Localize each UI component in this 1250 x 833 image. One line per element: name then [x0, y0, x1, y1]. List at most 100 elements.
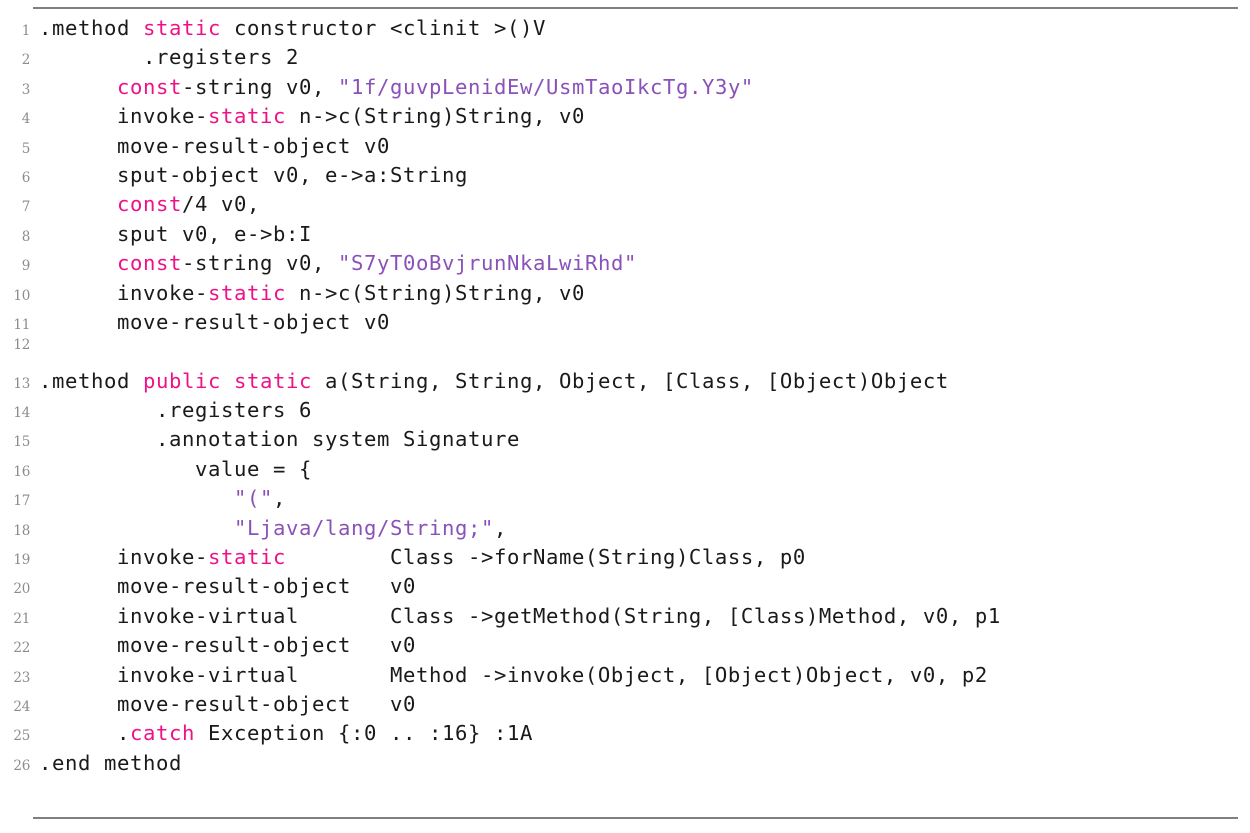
code-line: 7 const/4 v0, [0, 190, 1250, 219]
line-number: 15 [13, 434, 30, 451]
code-line: 12 [0, 337, 1250, 366]
code-line: 9 const-string v0, "S7yT0oBvjrunNkaLwiRh… [0, 249, 1250, 278]
listing-top-rule [33, 7, 1238, 9]
code-token-kw: const [117, 192, 182, 217]
code-line-content: .registers 2 [39, 43, 1250, 72]
code-token-txt: sput v0, e->b:I [39, 221, 312, 246]
code-line-content: const-string v0, "S7yT0oBvjrunNkaLwiRhd" [39, 249, 1250, 278]
code-line-content: invoke-static n->c(String)String, v0 [39, 279, 1250, 308]
code-line-content: .registers 6 [39, 396, 1250, 425]
code-token-txt: n->c(String)String, v0 [285, 280, 585, 305]
code-line: 24 move-result-object v0 [0, 690, 1250, 719]
line-number: 8 [21, 228, 31, 245]
line-number: 10 [13, 287, 30, 304]
code-token-txt [39, 251, 117, 275]
code-line-content: .method public static a(String, String, … [39, 367, 1250, 396]
code-token-txt: invoke- [39, 280, 208, 305]
line-number: 5 [21, 140, 31, 157]
code-line-content: .catch Exception {:0 .. :16} :1A [39, 719, 1250, 748]
code-line: 19 invoke-static Class ->forName(String)… [0, 543, 1250, 572]
line-number: 1 [21, 23, 31, 39]
code-token-txt: value = { [39, 456, 312, 481]
code-line: 16 value = { [0, 455, 1250, 484]
code-token-txt: .registers 6 [39, 398, 312, 423]
code-token-txt: a(String, String, Object, [Class, [Objec… [311, 368, 949, 393]
code-token-txt: -string v0, [182, 251, 338, 276]
line-number: 4 [21, 111, 31, 128]
code-line-content: move-result-object v0 [39, 690, 1250, 719]
code-token-str: "(" [233, 486, 273, 511]
code-token-txt: move-result-object v0 [39, 574, 416, 599]
line-number: 16 [13, 463, 30, 480]
code-token-txt: , [272, 486, 286, 511]
code-token-kw: const [117, 251, 182, 276]
line-number: 17 [13, 493, 30, 510]
code-token-txt: .registers 2 [39, 45, 299, 70]
code-token-txt: invoke- [39, 104, 208, 129]
code-line-content: invoke-static Class ->forName(String)Cla… [39, 543, 1250, 572]
code-line-content: sput-object v0, e->a:String [39, 161, 1250, 190]
line-number: 6 [21, 169, 31, 186]
code-line: 13.method public static a(String, String… [0, 367, 1250, 396]
line-number: 23 [13, 669, 30, 686]
code-token-txt: sput-object v0, e->a:String [39, 162, 468, 187]
code-token-kw: public static [143, 368, 312, 393]
code-line-content: move-result-object v0 [39, 631, 1250, 660]
listing-bottom-rule [33, 817, 1238, 819]
line-number: 3 [21, 81, 31, 98]
code-line: 20 move-result-object v0 [0, 572, 1250, 601]
code-line: 26.end method [0, 749, 1250, 778]
code-token-kw: static [207, 280, 286, 305]
code-line: 18 "Ljava/lang/String;", [0, 514, 1250, 543]
code-line: 17 "(", [0, 484, 1250, 513]
line-number: 18 [13, 522, 30, 539]
code-line-content: move-result-object v0 [39, 132, 1250, 161]
code-token-txt: move-result-object v0 [39, 309, 390, 334]
code-line-content: const-string v0, "1f/guvpLenidEw/UsmTaoI… [39, 73, 1250, 102]
code-line: 8 sput v0, e->b:I [0, 220, 1250, 249]
line-number: 25 [13, 728, 30, 745]
code-token-txt: move-result-object v0 [39, 633, 416, 658]
code-line-content: const/4 v0, [39, 190, 1250, 219]
code-token-txt: /4 v0, [182, 192, 260, 217]
line-number: 12 [13, 337, 30, 354]
code-token-txt: n->c(String)String, v0 [285, 104, 585, 129]
code-line-content: .method static constructor <clinit >()V [39, 14, 1250, 43]
code-line-content: move-result-object v0 [39, 572, 1250, 601]
code-token-txt: move-result-object v0 [39, 691, 416, 716]
code-line: 25 .catch Exception {:0 .. :16} :1A [0, 719, 1250, 748]
code-line: 23 invoke-virtual Method ->invoke(Object… [0, 661, 1250, 690]
line-number: 7 [21, 199, 31, 216]
code-line-content: invoke-static n->c(String)String, v0 [39, 102, 1250, 131]
code-line: 2 .registers 2 [0, 43, 1250, 72]
code-token-txt: . [39, 721, 130, 746]
code-line-content: move-result-object v0 [39, 308, 1250, 337]
code-token-txt: , [493, 515, 507, 540]
code-token-str: "1f/guvpLenidEw/UsmTaoIkcTg.Y3y" [337, 74, 754, 99]
code-token-kw: static [207, 104, 286, 129]
line-number: 24 [13, 698, 30, 715]
line-number: 21 [13, 610, 30, 627]
line-number: 26 [13, 757, 30, 774]
code-line: 11 move-result-object v0 [0, 308, 1250, 337]
code-line: 5 move-result-object v0 [0, 132, 1250, 161]
line-number: 22 [13, 640, 30, 657]
code-line: 6 sput-object v0, e->a:String [0, 161, 1250, 190]
code-token-txt: invoke-virtual Class ->getMethod(String,… [39, 603, 1001, 628]
code-token-str: "S7yT0oBvjrunNkaLwiRhd" [337, 251, 637, 276]
code-token-txt: invoke-virtual Method ->invoke(Object, [… [39, 662, 988, 687]
code-lines-container: 1 .method static constructor <clinit >()V… [0, 14, 1250, 778]
code-token-txt: constructor <clinit >()V [221, 16, 546, 40]
code-token-txt: .method [39, 16, 143, 40]
line-number: 14 [13, 405, 30, 422]
code-line-content: .annotation system Signature [39, 425, 1250, 454]
code-token-kw: const [117, 74, 182, 99]
code-token-txt: Exception {:0 .. :16} :1A [195, 721, 533, 746]
code-line: 3 const-string v0, "1f/guvpLenidEw/UsmTa… [0, 73, 1250, 102]
code-line-content: "(", [39, 484, 1250, 513]
line-number: 20 [13, 581, 30, 598]
line-number: 11 [13, 316, 30, 333]
code-line: 15 .annotation system Signature [0, 425, 1250, 454]
code-token-txt [39, 486, 234, 510]
